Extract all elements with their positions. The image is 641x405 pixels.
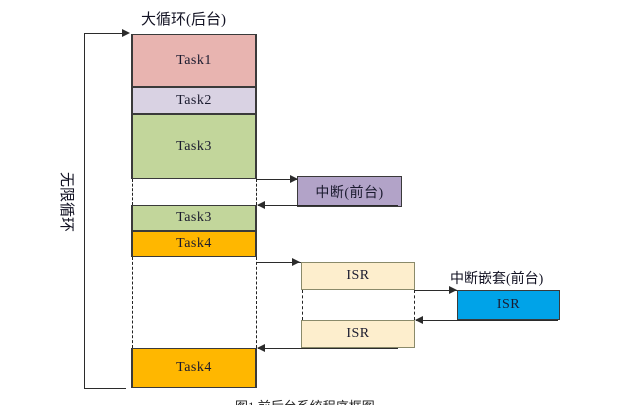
interrupt-enter-arrow-icon: [290, 175, 298, 183]
infinite-loop-left-bracket: [84, 33, 85, 389]
nested-isr-return-arrow-icon: [415, 316, 423, 324]
task2-block: Task2: [131, 87, 257, 114]
interrupt-return-line: [258, 205, 398, 206]
nested-isr-enter-arrow-icon: [449, 286, 457, 294]
infinite-loop-arrow-icon: [122, 29, 130, 37]
task4-resume-block: Task4: [131, 348, 257, 388]
interrupt-block: 中断(前台): [297, 176, 402, 207]
task-gap-dash-right-2: [256, 257, 257, 348]
interrupt-return-arrow-icon: [257, 201, 265, 209]
task1-block: Task1: [131, 34, 257, 87]
nested-isr-block: ISR: [457, 290, 560, 320]
task4-block: Task4: [131, 231, 257, 257]
nested-isr-enter-line: [415, 290, 457, 291]
isr-return-line: [258, 348, 398, 349]
big-loop-title: 大循环(后台): [141, 12, 226, 28]
isr-gap-dash-right: [414, 290, 415, 320]
interrupt-enter-line: [257, 179, 299, 180]
task3-resume-block: Task3: [131, 205, 257, 231]
nested-interrupt-title: 中断嵌套(前台): [450, 272, 544, 287]
infinite-loop-top-arm: [84, 33, 124, 34]
task-gap-dash-left-2: [132, 257, 133, 348]
isr-gap-dash-left: [302, 290, 303, 320]
isr-enter-line: [257, 262, 301, 263]
isr-return-arrow-icon: [257, 344, 265, 352]
isr-first-block: ISR: [301, 262, 415, 290]
isr-resume-block: ISR: [301, 320, 415, 348]
figure-caption: 图1 前后台系统程序框图: [235, 396, 375, 405]
task3-block: Task3: [131, 114, 257, 179]
infinite-loop-bottom-arm: [84, 388, 126, 389]
isr-enter-arrow-icon: [292, 258, 300, 266]
task-gap-dash-right-1: [256, 179, 257, 205]
nested-isr-return-line: [416, 320, 558, 321]
task-gap-dash-left-1: [132, 179, 133, 205]
infinite-loop-label: 无限循环: [58, 172, 74, 233]
